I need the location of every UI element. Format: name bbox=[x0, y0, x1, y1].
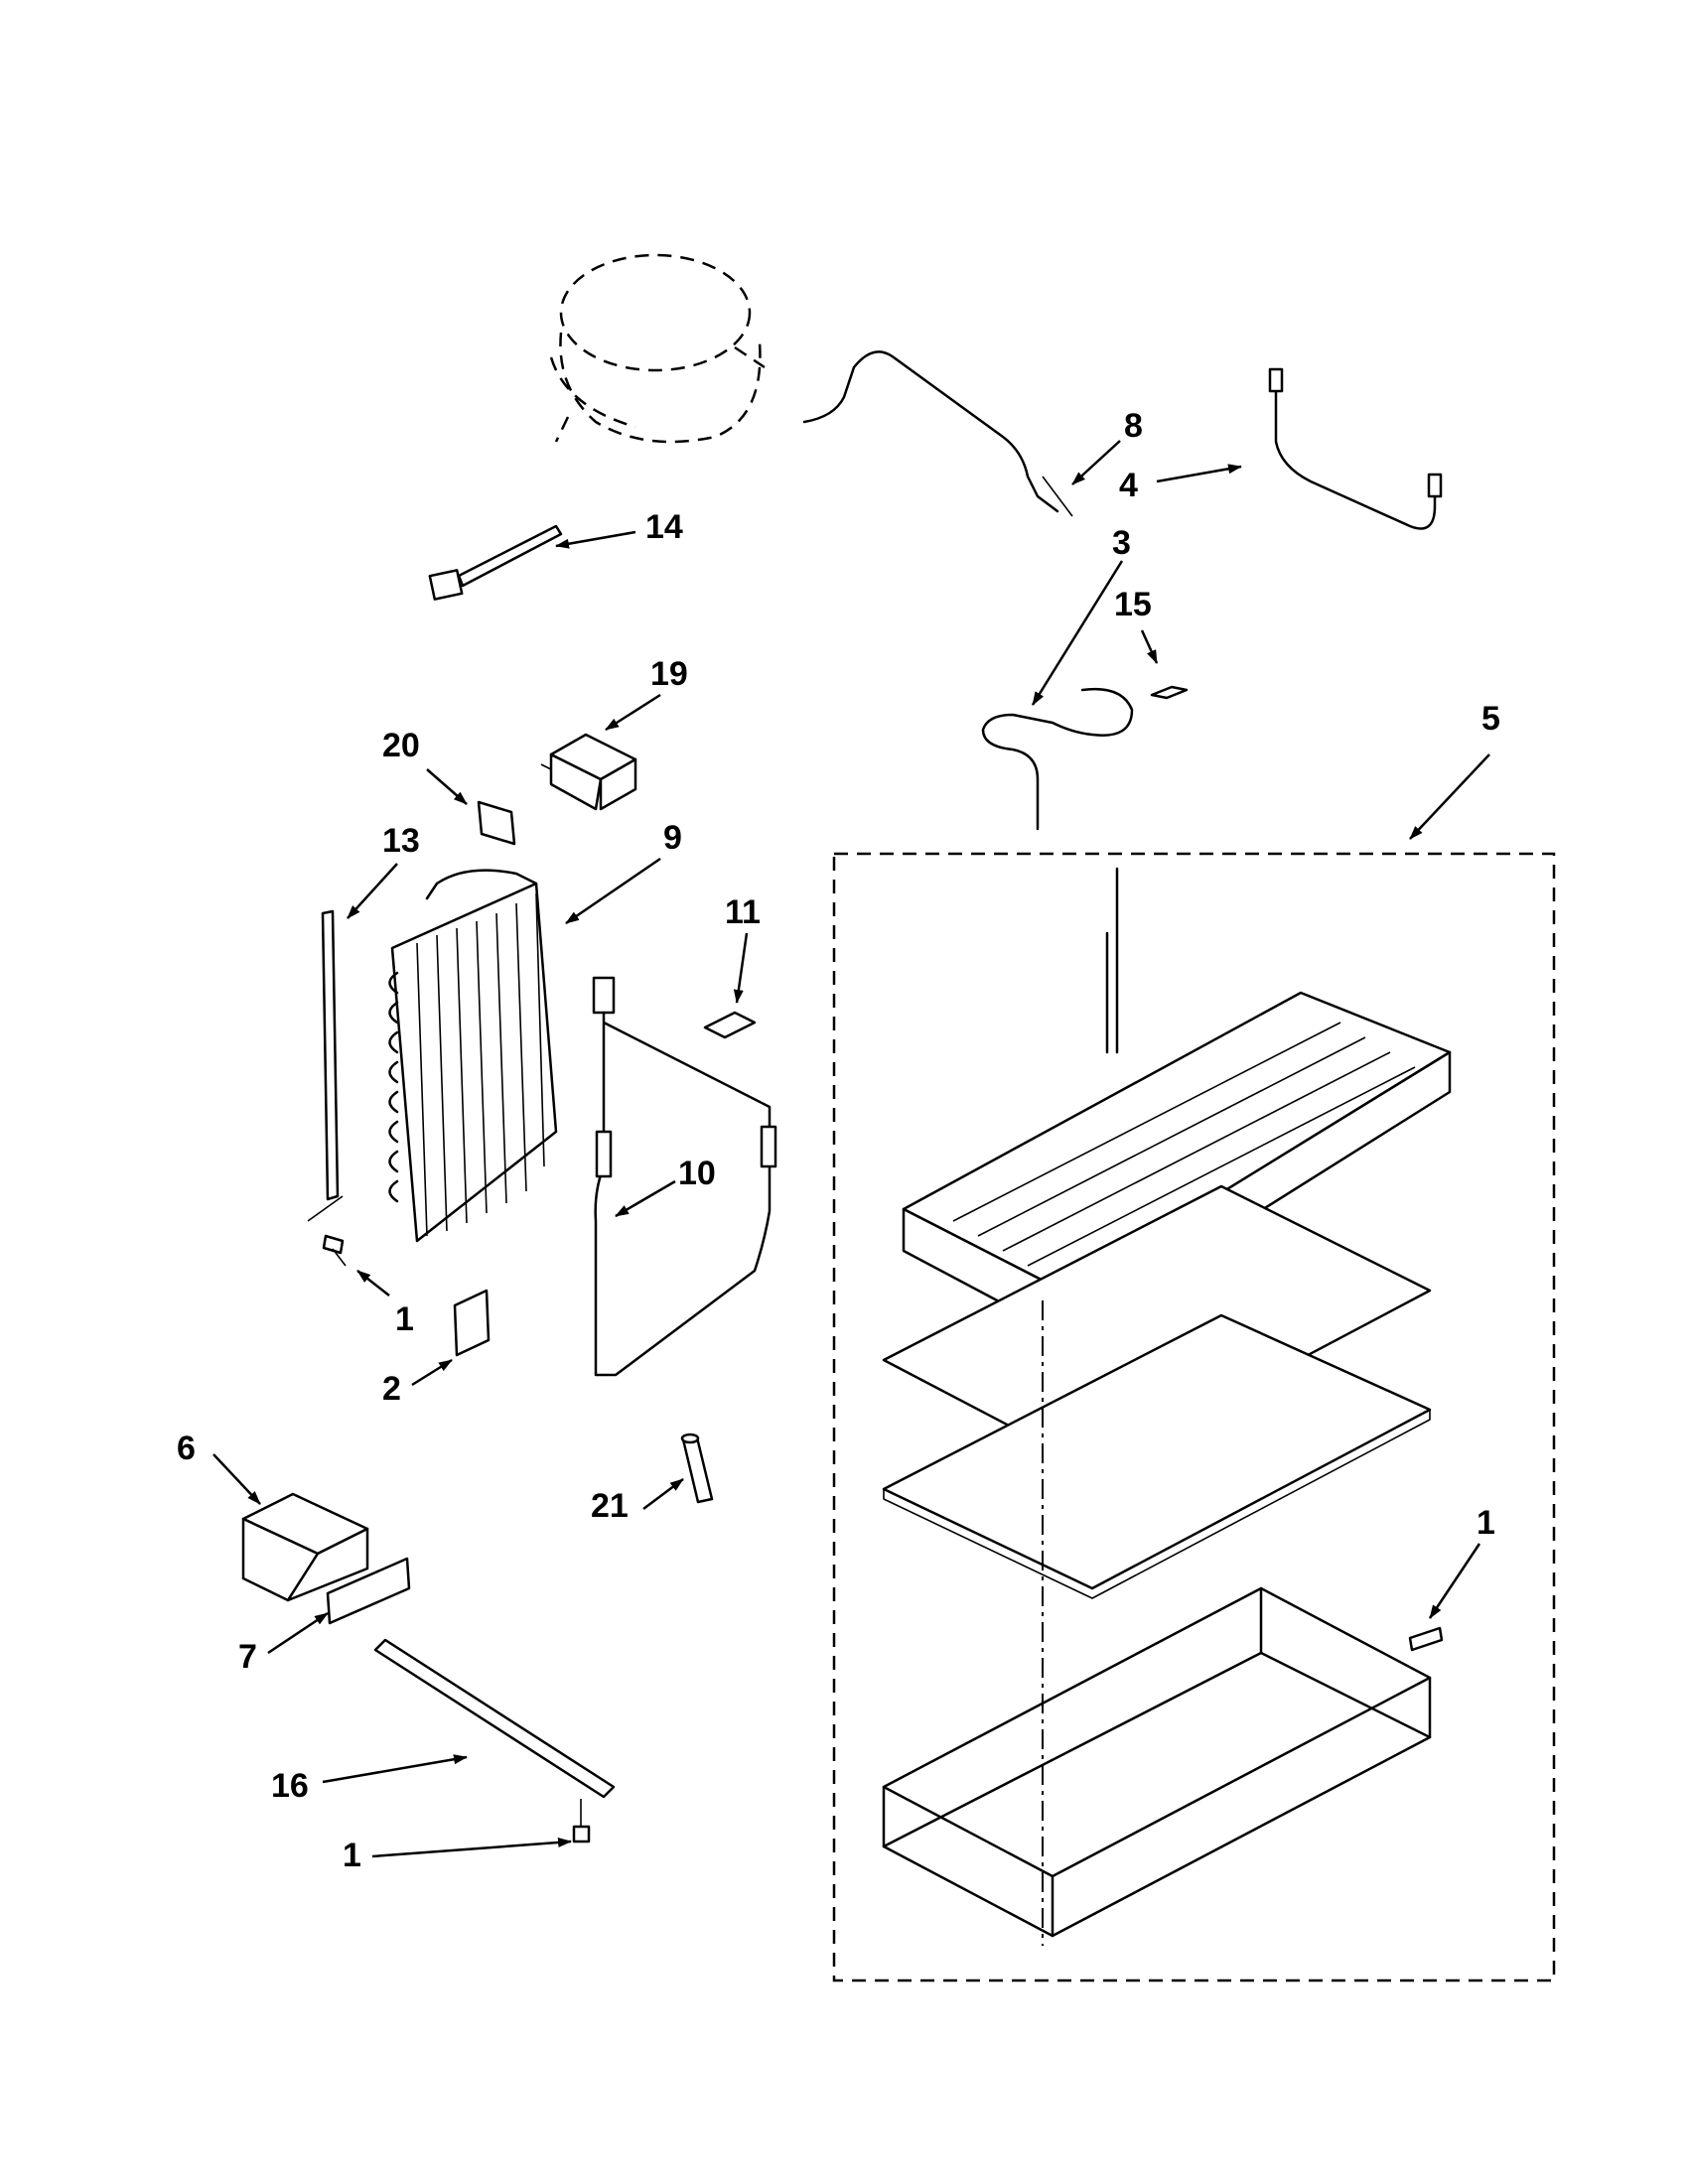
callout-labels: 8 4 3 15 14 19 20 13 9 11 5 10 1 2 6 21 … bbox=[177, 407, 1500, 1874]
callout-10: 10 bbox=[678, 1155, 716, 1192]
part-6-box bbox=[241, 1492, 369, 1602]
callout-1-b: 1 bbox=[343, 1837, 361, 1874]
part-15-clip bbox=[1150, 685, 1189, 700]
callout-6: 6 bbox=[177, 1430, 196, 1467]
callout-5: 5 bbox=[1481, 700, 1500, 738]
callout-1-a: 1 bbox=[395, 1300, 414, 1338]
callout-21: 21 bbox=[591, 1487, 629, 1525]
callout-3: 3 bbox=[1112, 524, 1131, 562]
callout-1-c: 1 bbox=[1477, 1504, 1495, 1542]
part-16-strip bbox=[373, 1638, 616, 1799]
part-3-tube bbox=[981, 687, 1134, 831]
part-20-plate bbox=[477, 800, 516, 846]
part-8-tube bbox=[802, 350, 1073, 517]
compressor-outline bbox=[549, 253, 766, 444]
part-10-harness bbox=[592, 976, 777, 1377]
part-5-assembly-box bbox=[832, 852, 1556, 1982]
part-5-drain-pan bbox=[882, 867, 1452, 1946]
part-1-screw-b bbox=[572, 1799, 591, 1843]
callout-4: 4 bbox=[1119, 467, 1138, 504]
callout-16: 16 bbox=[271, 1767, 309, 1805]
part-4-tube bbox=[1268, 367, 1443, 530]
callout-11: 11 bbox=[725, 893, 761, 931]
callout-8: 8 bbox=[1124, 407, 1143, 445]
part-7-plate bbox=[326, 1557, 411, 1625]
part-1-screw-c bbox=[1408, 1626, 1444, 1652]
part-14-cable-tie bbox=[428, 524, 563, 601]
callout-9: 9 bbox=[663, 819, 682, 857]
callout-19: 19 bbox=[650, 655, 688, 693]
callout-2: 2 bbox=[382, 1370, 401, 1408]
part-19-bracket bbox=[540, 733, 637, 811]
callout-15: 15 bbox=[1114, 586, 1152, 623]
callout-13: 13 bbox=[382, 822, 420, 860]
part-13-strip bbox=[307, 909, 344, 1222]
part-9-evaporator bbox=[388, 869, 558, 1243]
part-2-bracket bbox=[453, 1289, 491, 1357]
callout-7: 7 bbox=[238, 1638, 257, 1676]
part-11-clip bbox=[703, 1011, 757, 1039]
callout-20: 20 bbox=[382, 727, 420, 764]
part-1-screw-a bbox=[322, 1234, 347, 1267]
callout-14: 14 bbox=[645, 508, 683, 546]
part-21-sleeve bbox=[680, 1433, 714, 1504]
leader-arrows bbox=[212, 440, 1490, 1858]
